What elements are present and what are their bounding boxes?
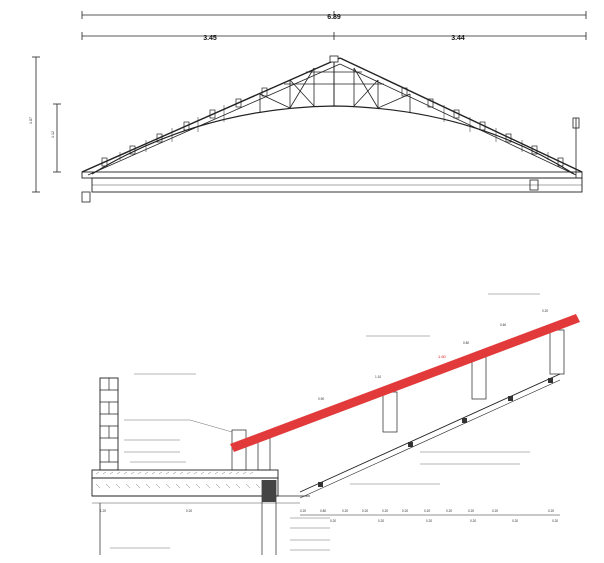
- svg-text:0.80: 0.80: [320, 509, 326, 513]
- inner-height-label: 1.12: [51, 131, 55, 138]
- svg-text:0.20: 0.20: [548, 509, 554, 513]
- overall-span-label: 6.89: [327, 14, 341, 21]
- svg-text:0.20: 0.20: [426, 519, 432, 523]
- svg-text:0.20: 0.20: [382, 509, 388, 513]
- svg-text:0.20: 0.20: [512, 519, 518, 523]
- brick-wall: [99, 377, 119, 471]
- slope-label-1: 0.90: [318, 397, 324, 401]
- svg-text:0.20: 0.20: [186, 509, 192, 513]
- svg-text:0.20: 0.20: [446, 509, 452, 513]
- svg-text:1.20: 1.20: [100, 509, 106, 513]
- svg-text:0.20: 0.20: [468, 509, 474, 513]
- eave-detail: [91, 293, 565, 555]
- lower-dimension-row-2: 1.20 0.20 0.20 0.20 0.20 0.20 0.20 0.20: [100, 509, 558, 523]
- slope-label-3: 0.80: [463, 341, 469, 345]
- svg-text:0.20: 0.20: [330, 519, 336, 523]
- red-rafter-beam: [230, 314, 580, 452]
- svg-text:0.20: 0.20: [342, 509, 348, 513]
- svg-text:0.20: 0.20: [362, 509, 368, 513]
- slope-label-4: 0.60: [500, 323, 506, 327]
- svg-text:0.20: 0.20: [402, 509, 408, 513]
- red-beam-label: 1.60: [438, 354, 447, 359]
- svg-text:0.20: 0.20: [300, 509, 306, 513]
- left-half-label: 3.45: [203, 35, 217, 42]
- slope-label-2: 1.10: [375, 375, 381, 379]
- overall-height-label: 1.87: [29, 117, 33, 124]
- right-half-label: 3.44: [451, 35, 465, 42]
- lower-dimension-row: 0.20 0.80 0.20 0.20 0.20 0.20 0.20 0.20 …: [300, 509, 554, 513]
- svg-text:0.20: 0.20: [424, 509, 430, 513]
- svg-text:0.20: 0.20: [378, 519, 384, 523]
- svg-text:0.20: 0.20: [552, 519, 558, 523]
- svg-text:0.20: 0.20: [492, 509, 498, 513]
- svg-text:0.20: 0.20: [470, 519, 476, 523]
- truss-elevation: [32, 11, 587, 203]
- slope-label-5: 0.20: [542, 309, 548, 313]
